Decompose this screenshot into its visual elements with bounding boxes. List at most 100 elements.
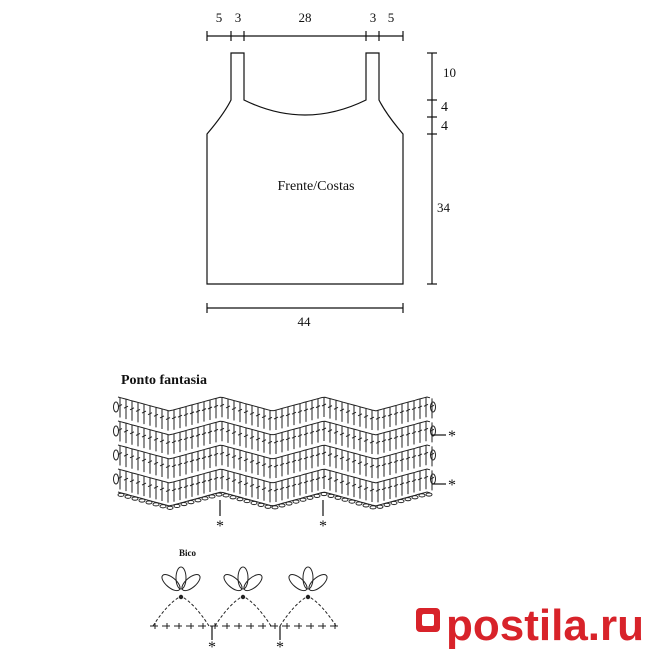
double-crochet-crossbar — [369, 416, 375, 420]
double-crochet-crossbar — [123, 429, 129, 433]
chain-stitch-symbol — [187, 500, 195, 505]
double-crochet-crossbar — [279, 486, 285, 490]
double-crochet-crossbar — [213, 404, 219, 408]
chain-stitch-symbol — [194, 498, 202, 503]
double-crochet-crossbar — [381, 463, 387, 467]
double-crochet-crossbar — [333, 454, 339, 458]
double-crochet-crossbar — [285, 461, 291, 465]
double-crochet-crossbar — [423, 427, 429, 431]
double-crochet-crossbar — [393, 483, 399, 487]
chain-stitch-symbol — [222, 493, 230, 498]
double-crochet-crossbar — [147, 436, 153, 440]
double-crochet-crossbar — [135, 456, 141, 460]
double-crochet-crossbar — [411, 479, 417, 482]
double-crochet-crossbar — [177, 462, 183, 466]
double-crochet-crossbar — [189, 459, 195, 463]
double-crochet-crossbar — [393, 459, 399, 463]
double-crochet-crossbar — [165, 441, 171, 445]
chain-stitch-symbol — [138, 498, 146, 503]
picot-petal — [161, 574, 181, 592]
double-crochet-crossbar — [387, 437, 393, 441]
double-crochet-crossbar — [195, 481, 201, 485]
chain-stitch-symbol — [243, 498, 251, 504]
repeat-marker-right-bottom: * — [448, 477, 456, 494]
double-crochet-crossbar — [351, 483, 357, 487]
stitch-row-edge — [117, 468, 431, 484]
double-crochet-crossbar — [363, 462, 369, 466]
double-crochet-crossbar — [291, 483, 297, 487]
double-crochet-crossbar — [333, 430, 339, 434]
double-crochet-crossbar — [345, 434, 351, 437]
chain-stitch-symbol — [341, 497, 349, 502]
double-crochet-crossbar — [231, 479, 237, 482]
double-crochet-crossbar — [255, 413, 261, 417]
garment-schematic: 5 3 28 3 5 Frente/Costas 10 4 4 34 44 — [206, 10, 456, 329]
double-crochet-crossbar — [279, 438, 285, 442]
double-crochet-crossbar — [387, 485, 393, 489]
double-crochet-crossbar — [381, 439, 387, 443]
double-crochet-crossbar — [219, 427, 225, 431]
edging-marker-right: * — [276, 639, 284, 656]
double-crochet-crossbar — [159, 463, 165, 467]
double-crochet-crossbar — [165, 465, 171, 469]
double-crochet-crossbar — [405, 480, 411, 484]
watermark: postila.ru — [416, 601, 644, 650]
chain-stitch-symbol — [250, 500, 258, 506]
double-crochet-crossbar — [249, 459, 255, 463]
double-crochet-crossbar — [357, 461, 363, 465]
double-crochet-crossbar — [231, 407, 237, 410]
chain-stitch-symbol — [117, 492, 125, 497]
double-crochet-crossbar — [279, 462, 285, 466]
double-crochet-crossbar — [297, 458, 303, 461]
chain-stitch-symbol — [173, 503, 181, 509]
double-crochet-crossbar — [141, 458, 147, 462]
top-dim-neck: 28 — [299, 10, 312, 25]
repeat-marker-bottom-left: * — [216, 518, 224, 535]
double-crochet-crossbar — [243, 482, 249, 486]
double-crochet-crossbar — [423, 475, 429, 479]
double-crochet-crossbar — [147, 460, 153, 464]
double-crochet-crossbar — [351, 411, 357, 415]
edging-motifs — [150, 566, 340, 640]
double-crochet-crossbar — [333, 478, 339, 482]
chain-arc — [279, 595, 309, 627]
double-crochet-crossbar — [303, 456, 309, 460]
double-crochet-crossbar — [291, 459, 297, 463]
double-crochet-crossbar — [231, 431, 237, 434]
edging-marker-left: * — [208, 639, 216, 656]
chain-stitch-symbol — [159, 504, 167, 509]
turning-chain-symbol — [430, 449, 436, 461]
double-crochet-crossbar — [183, 461, 189, 464]
double-crochet-crossbar — [171, 416, 177, 420]
stitch-row-edge — [117, 444, 431, 460]
chain-stitch-symbol — [327, 493, 335, 499]
double-crochet-crossbar — [309, 430, 315, 434]
double-crochet-crossbar — [261, 487, 267, 491]
double-crochet-crossbar — [153, 485, 159, 489]
chain-stitch-symbol — [229, 495, 237, 500]
chain-stitch-symbol — [299, 497, 307, 502]
double-crochet-crossbar — [417, 453, 423, 457]
double-crochet-crossbar — [201, 480, 207, 484]
double-crochet-crossbar — [375, 416, 381, 420]
double-crochet-crossbar — [363, 414, 369, 418]
slip-stitch-symbol — [178, 594, 184, 600]
slip-stitch-symbol — [305, 594, 311, 600]
double-crochet-crossbar — [189, 435, 195, 439]
double-crochet-crossbar — [177, 414, 183, 418]
double-crochet-crossbar — [423, 451, 429, 455]
double-crochet-crossbar — [345, 458, 351, 461]
edging-chart-title: Bico — [179, 548, 196, 558]
double-crochet-crossbar — [399, 410, 405, 414]
chain-stitch-symbol — [313, 493, 321, 499]
double-crochet-crossbar — [165, 417, 171, 421]
double-crochet-crossbar — [285, 485, 291, 489]
double-crochet-crossbar — [171, 440, 177, 444]
right-dim-strap: 10 — [443, 65, 456, 80]
double-crochet-crossbar — [237, 408, 243, 412]
chain-stitch-symbol — [152, 502, 160, 507]
double-crochet-crossbar — [339, 432, 345, 436]
double-crochet-crossbar — [297, 434, 303, 437]
double-crochet-crossbar — [327, 477, 333, 481]
double-crochet-crossbar — [315, 453, 321, 457]
